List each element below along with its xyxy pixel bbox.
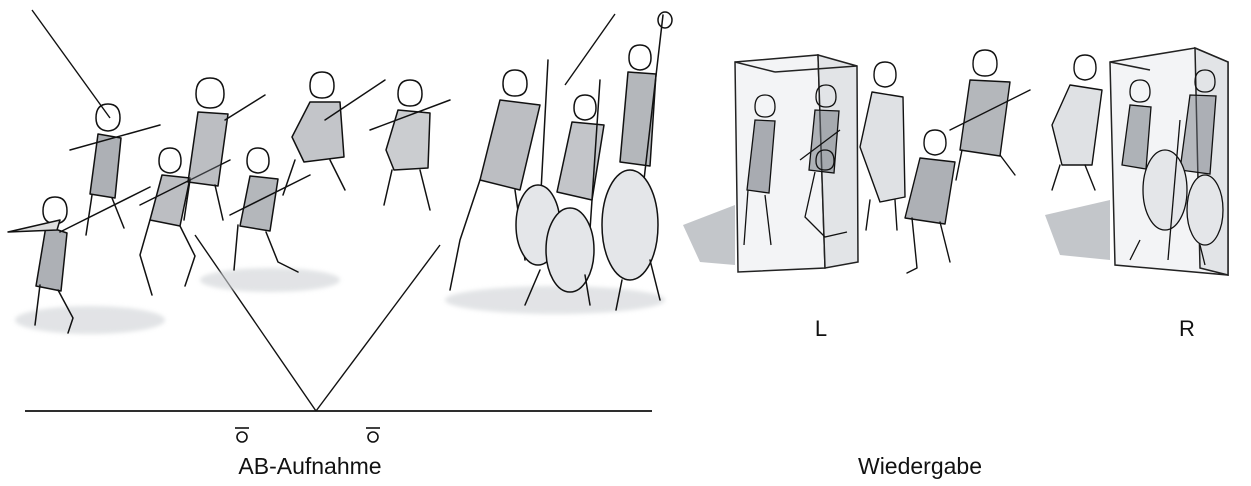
musician-violin-2 [69,103,161,236]
pickup-ray-left-inner [194,234,317,412]
pickup-ray-left-outer [31,9,111,119]
musician-violin-1 [7,186,151,334]
playback-panel: L R Wiedergabe [683,46,1229,479]
orchestra-illustration [7,11,673,334]
musician-viola-1 [282,71,386,196]
phantom-orchestra [859,49,1103,274]
speaker-right-box [1109,46,1229,276]
musician-violin-3 [139,147,231,296]
ab-recording-panel: AB-Aufnahme [7,9,673,479]
musician-cello-1 [449,59,561,291]
caption-playback: Wiedergabe [858,453,982,479]
microphone-right-icon [366,427,380,443]
speaker-left-box [734,53,859,273]
microphone-left-icon [235,427,249,443]
speaker-right-label: R [1179,316,1195,341]
pickup-ray-right-outer [564,13,616,86]
musician-double-bass [601,11,673,311]
musician-violin-5 [229,147,311,273]
caption-ab-recording: AB-Aufnahme [238,453,381,479]
speaker-left-label: L [815,316,827,341]
musician-viola-2 [369,79,451,211]
musician-violin-4 [183,77,266,221]
pickup-ray-right-inner [315,244,441,412]
musician-cello-2 [524,79,605,306]
speaker-shadows [683,200,1110,265]
